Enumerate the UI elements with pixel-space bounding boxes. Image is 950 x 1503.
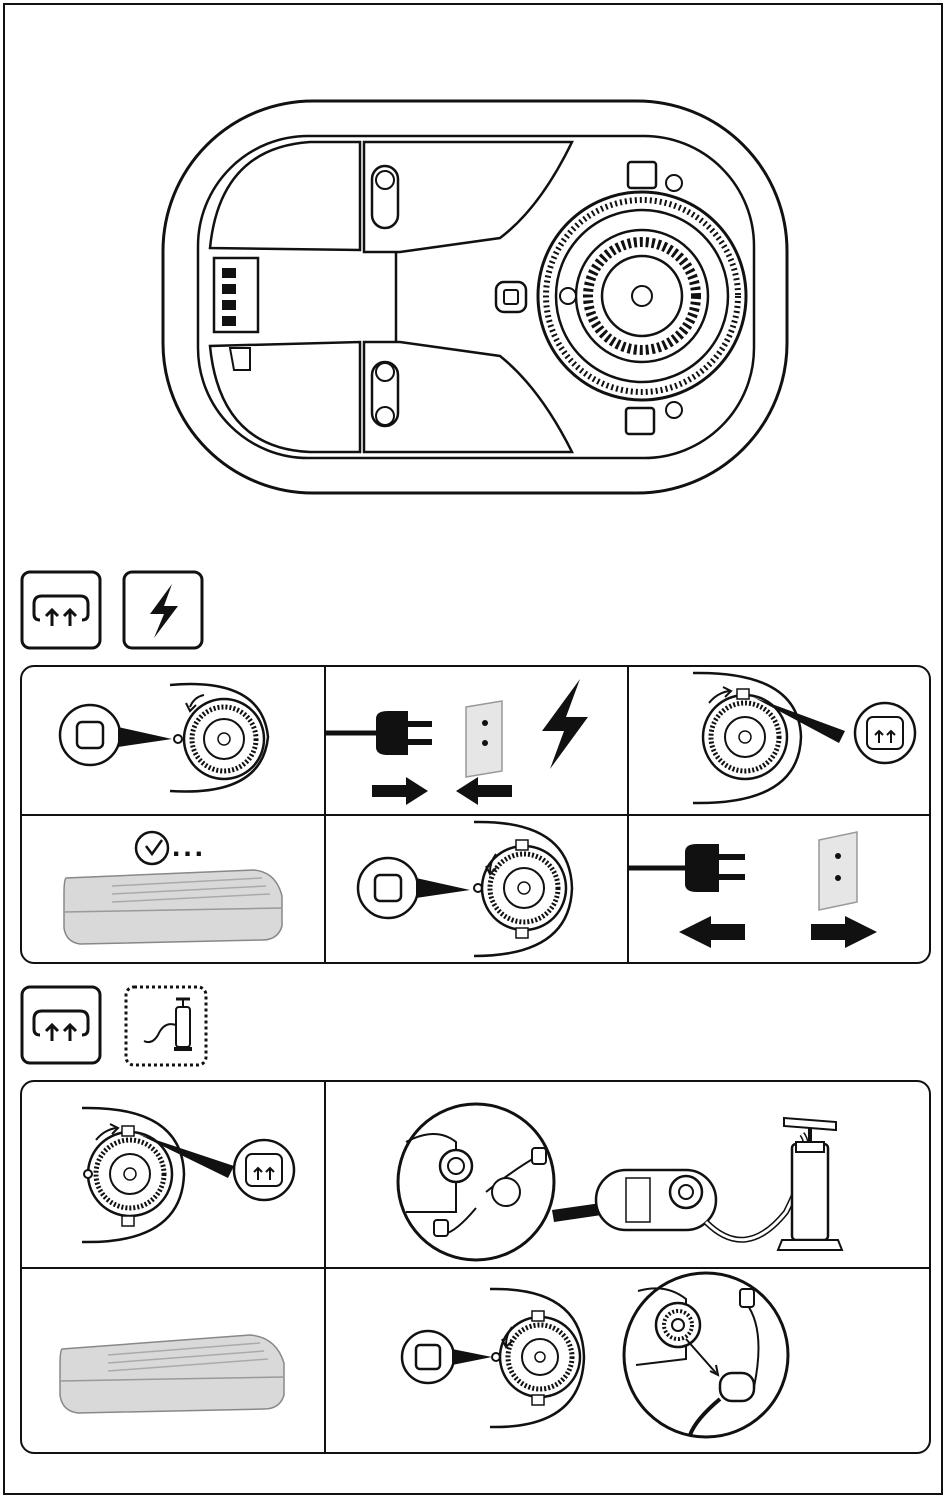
step-inflated-mattress (22, 1269, 324, 1454)
manual-pump-steps (20, 1080, 931, 1454)
step-plug-in (326, 667, 627, 814)
step-turn-dial-inflate-manual (22, 1082, 324, 1267)
step-wait-inflating: ... (22, 816, 324, 964)
step-open-valve (22, 667, 324, 814)
step-close-valve (326, 816, 627, 964)
pump-valve-diagram (160, 98, 790, 496)
wait-indicator: ... (172, 830, 206, 864)
step-attach-hand-pump (326, 1082, 931, 1267)
hand-pump-icon (124, 985, 208, 1067)
lightning-icon (122, 570, 204, 650)
inflate-mode-icon (20, 570, 102, 650)
step-close-valve-detach (326, 1269, 931, 1454)
inflate-mode-icon-2 (20, 985, 102, 1065)
step-turn-dial-inflate (629, 667, 931, 814)
step-unplug (629, 816, 931, 964)
electric-pump-steps: ... (20, 665, 931, 964)
